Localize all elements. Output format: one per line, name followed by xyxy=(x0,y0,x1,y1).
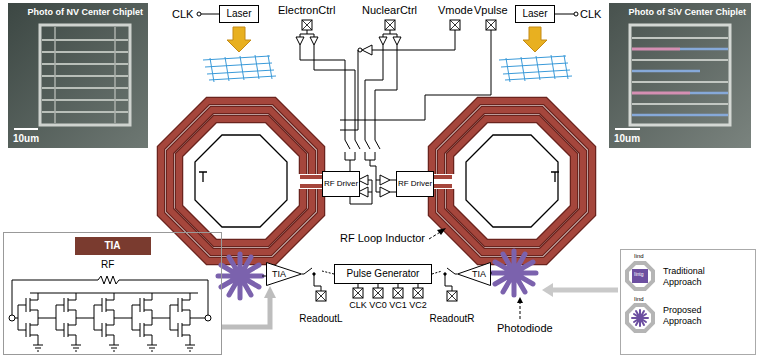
photo-title: Photo of NV Center Chiplet xyxy=(28,7,144,17)
photodiode xyxy=(218,251,536,298)
label-holder: CLK xyxy=(580,8,601,20)
inset-heading: TIA xyxy=(75,237,151,255)
signal-label: ElectronCtrl xyxy=(278,4,335,16)
laser-beam-arrow xyxy=(227,27,547,52)
leader-arrowhead xyxy=(517,297,523,303)
leader-arrowhead xyxy=(437,228,446,235)
approach-icon xyxy=(627,263,653,331)
signal-label: NuclearCtrl xyxy=(362,4,417,16)
label-holder: Photodiode xyxy=(497,322,553,334)
label-holder: Iind xyxy=(634,296,644,303)
signal-label: VC0 xyxy=(369,301,387,311)
label-holder: VC0 xyxy=(369,301,387,311)
amplifier-label: TIA xyxy=(272,270,286,279)
signal-label: Iind xyxy=(634,296,644,303)
siv-chiplet-photo xyxy=(609,3,751,148)
signal-label: ReadoutR xyxy=(429,313,474,324)
tia-amplifier: TIA xyxy=(266,262,302,286)
approach-label: Proposed Approach xyxy=(663,305,735,327)
pointer-arrow xyxy=(542,283,618,297)
laser-box: Laser xyxy=(219,5,259,23)
box-label: Pulse Generator xyxy=(347,269,420,280)
signal-label: VC1 xyxy=(389,301,407,311)
signal-label: Photodiode xyxy=(497,322,553,334)
label-holder: Iintg xyxy=(634,272,643,278)
signal-label: Iintg xyxy=(634,272,643,278)
box-label: Laser xyxy=(226,9,251,20)
scale-label: 10um xyxy=(13,133,39,145)
box-label: Laser xyxy=(522,9,547,20)
label-holder: ReadoutL xyxy=(299,313,342,324)
signal-label: CLK xyxy=(349,301,367,311)
box-label: RF Driver xyxy=(398,180,432,188)
photo-title: Photo of SiV Center Chiplet xyxy=(628,7,746,17)
leader-line xyxy=(429,231,520,319)
pulse-generator-box: Pulse Generator xyxy=(334,264,432,284)
chip-photo: Photo of NV Center Chiplet 10um xyxy=(8,3,148,148)
chip-photo: Photo of SiV Center Chiplet 10um xyxy=(609,3,751,148)
signal-label: RF xyxy=(101,259,114,270)
amplifier-label: TIA xyxy=(472,270,486,279)
signal-label: ReadoutL xyxy=(299,313,342,324)
scale-label: 10um xyxy=(614,133,640,145)
rf-loop-inductor xyxy=(161,101,592,261)
label-holder: VC1 xyxy=(389,301,407,311)
signal-label: CLK xyxy=(172,8,193,20)
rf-driver-box: RF Driver xyxy=(396,171,434,197)
optical-grid xyxy=(203,55,572,82)
laser-box: Laser xyxy=(515,5,555,23)
label-holder: CLK xyxy=(172,8,193,20)
tia-amplifier: TIA xyxy=(457,262,491,286)
box-label: RF Driver xyxy=(324,180,358,188)
signal-label: CLK xyxy=(580,8,601,20)
signal-label: VC2 xyxy=(409,301,427,311)
signal-label: Vmode xyxy=(438,4,473,16)
label-holder: CLK xyxy=(349,301,367,311)
label-holder: Iind xyxy=(634,253,644,260)
nv-chiplet-photo xyxy=(8,3,148,148)
label-holder: Vmode xyxy=(438,4,473,16)
label-holder: VC2 xyxy=(409,301,427,311)
label-holder: Vpulse xyxy=(474,4,508,16)
label-holder: NuclearCtrl xyxy=(362,4,417,16)
signal-arrow xyxy=(222,298,270,327)
tia-inset-panel: TIA xyxy=(3,232,222,355)
signal-label: Vpulse xyxy=(474,4,508,16)
signal-label: RF Loop Inductor xyxy=(340,232,425,244)
label-holder: ElectronCtrl xyxy=(278,4,335,16)
approach-label: Traditional Approach xyxy=(663,266,735,288)
signal-label: Iind xyxy=(634,253,644,260)
label-holder: RF xyxy=(101,259,114,270)
label-holder: ReadoutR xyxy=(429,313,474,324)
tia-schematic xyxy=(9,276,211,351)
label-holder: RF Loop Inductor xyxy=(340,232,425,244)
rf-driver-box: RF Driver xyxy=(322,171,360,197)
